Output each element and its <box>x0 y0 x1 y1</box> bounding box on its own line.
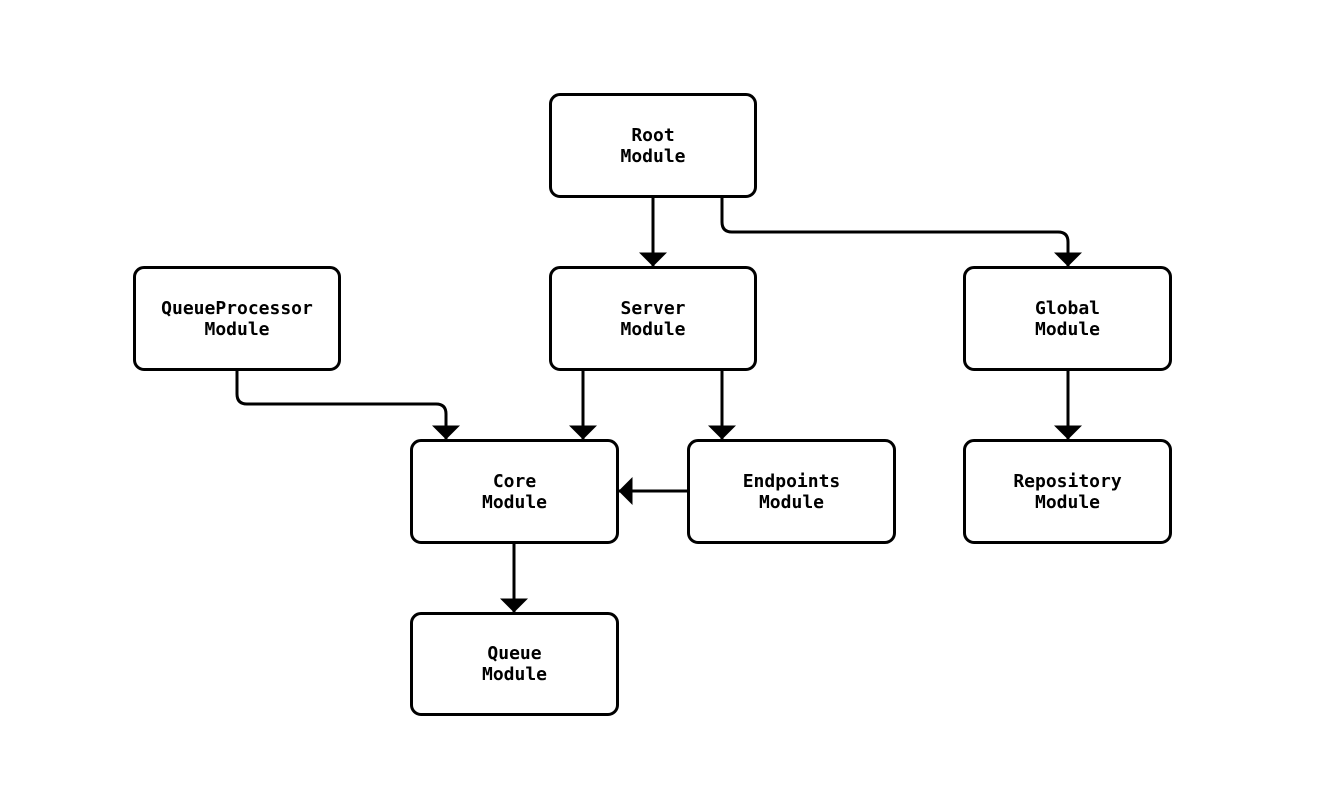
edge-root-to-global <box>720 198 1082 267</box>
node-queue-module: Queue Module <box>410 612 619 716</box>
node-endpoints-module: Endpoints Module <box>687 439 896 544</box>
node-root-label: Root Module <box>620 124 686 167</box>
node-root-module: Root Module <box>549 93 757 198</box>
node-global-module: Global Module <box>963 266 1172 371</box>
node-repository-module: Repository Module <box>963 439 1172 544</box>
node-queueprocessor-label: QueueProcessor Module <box>161 297 313 340</box>
node-core-label: Core Module <box>481 470 548 513</box>
node-endpoints-label: Endpoints Module <box>742 470 841 513</box>
node-global-label: Global Module <box>1034 297 1101 340</box>
node-queue-label: Queue Module <box>481 643 548 685</box>
node-core-module: Core Module <box>410 439 619 544</box>
node-server-module: Server Module <box>549 266 757 371</box>
node-repository-label: Repository Module <box>1013 470 1122 513</box>
edge-queueprocessor-to-core <box>235 371 460 440</box>
node-queueprocessor-module: QueueProcessor Module <box>133 266 341 371</box>
node-server-label: Server Module <box>620 297 686 340</box>
